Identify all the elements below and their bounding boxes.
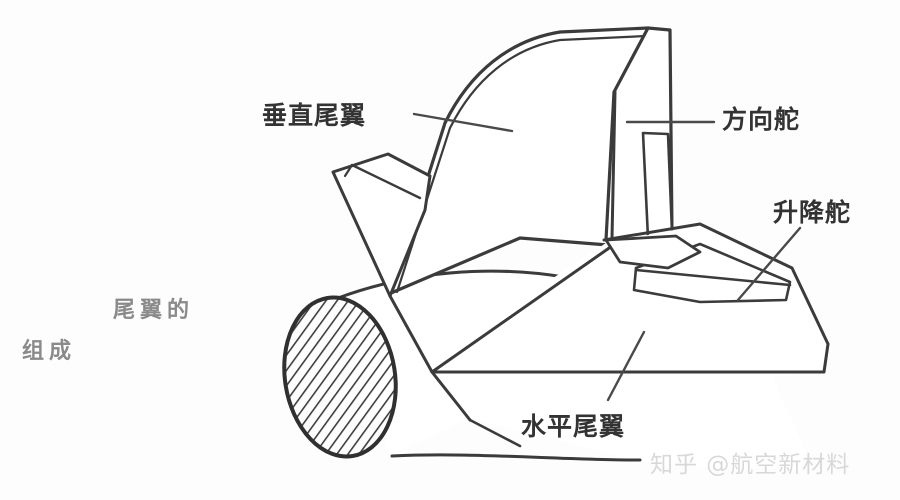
figure-title-line-1: 尾翼的 <box>113 298 195 323</box>
fin-root-fairing <box>604 234 702 270</box>
leader-elevator <box>736 226 802 302</box>
zhihu-watermark: 知乎 @航空新材料 <box>650 452 851 478</box>
rudder-trim-tab <box>641 131 674 240</box>
label-vertical-stabilizer: 垂直尾翼 <box>262 101 367 130</box>
label-rudder: 方向舵 <box>722 105 801 134</box>
fuselage-cut-section <box>282 295 398 459</box>
horizontal-stabilizer-far <box>331 152 432 298</box>
leader-vertical-stabilizer <box>412 112 514 133</box>
figure-title-line-2: 组成 <box>22 339 77 364</box>
leader-horizontal-stabilizer <box>606 330 646 402</box>
label-horizontal-stabilizer: 水平尾翼 <box>521 412 626 441</box>
label-elevator: 升降舵 <box>773 198 852 227</box>
stabilizer-root-blend <box>388 294 522 448</box>
